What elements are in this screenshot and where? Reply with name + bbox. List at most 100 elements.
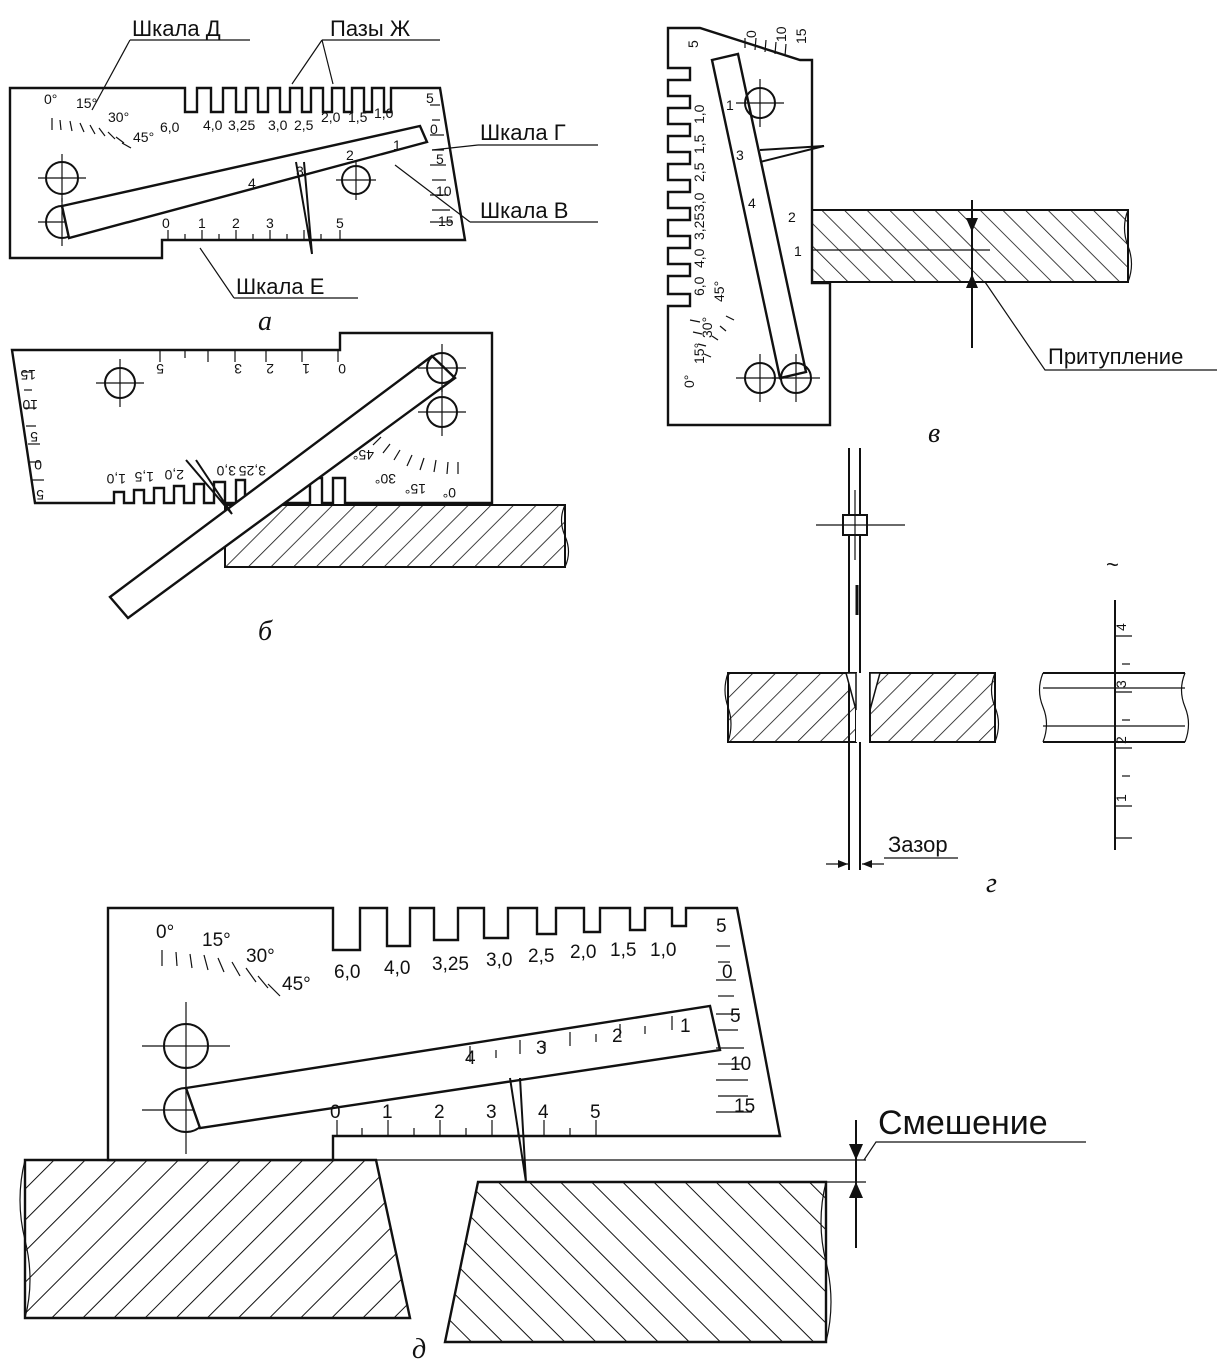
pointer-d (509, 1077, 527, 1183)
angle-label: 30° (699, 317, 715, 338)
slot-label: 4,0 (384, 958, 410, 979)
slot-label: 4,0 (691, 248, 707, 268)
bottom-scale-ticks-a (167, 230, 341, 240)
caption-a: а (258, 306, 272, 337)
right-scale-label: 10 (730, 1054, 751, 1075)
right-scale-ticks-d (716, 945, 752, 1113)
slot-label: 2,5 (528, 946, 554, 967)
right-scale-label: 0 (34, 457, 42, 473)
slot-label: 3,25 (691, 213, 707, 240)
vertical-scale-label: 1 (1113, 794, 1129, 802)
arm-scale-label: 1 (726, 97, 734, 113)
angle-label: 45° (282, 974, 311, 995)
slot-label: 3,0 (691, 192, 707, 212)
vertical-scale-label: 3 (1113, 680, 1129, 688)
arm-scale-label: 1 (393, 137, 401, 153)
right-scale-label: 5 (716, 916, 727, 937)
arm-scale-label: 2 (612, 1026, 623, 1047)
angle-label: 15° (202, 930, 231, 951)
slot-label: 1,5 (348, 109, 368, 125)
slot-label: 1,0 (374, 105, 394, 121)
right-scale-label: 5 (30, 429, 38, 445)
slot-label: 6,0 (691, 276, 707, 296)
slot-label: 2,0 (164, 467, 184, 483)
arm-scale-label: 4 (748, 195, 756, 211)
angle-label: 30° (246, 946, 275, 967)
left-scale-ticks-b (22, 371, 44, 481)
bottom-scale-label: 2 (788, 209, 796, 225)
label-scale-e: Шкала Е (236, 274, 324, 299)
caption-g: г (986, 868, 997, 899)
bottom-scale-label: 2 (232, 215, 240, 231)
right-scale-label: 10 (22, 397, 38, 413)
right-scale-label: 5 (436, 151, 444, 167)
arm-scale-label: 4 (465, 1048, 476, 1069)
slot-label: 4,0 (203, 117, 223, 133)
slot-label: 1,5 (691, 134, 707, 154)
right-scale-label: 15 (20, 367, 36, 383)
label-gap: Зазор (888, 832, 948, 857)
pointer-b (185, 459, 233, 515)
pointer-v (759, 145, 825, 163)
slot-label: 3,25 (239, 463, 266, 479)
pointer-a (295, 161, 313, 255)
arm-scale-label: 4 (248, 175, 256, 191)
slot-label: 1,0 (106, 471, 126, 487)
figure-g: Зазор 4 3 2 1 ~ г (724, 448, 1190, 899)
figure-v: Притупление 5 0 10 15 1,0 1,5 2,5 3,0 3,… (666, 26, 1217, 449)
right-scale-label: 5 (36, 487, 44, 503)
slot-label: 2,5 (691, 162, 707, 182)
angle-label: 15° (405, 481, 426, 497)
bottom-scale-label: 2 (434, 1102, 445, 1123)
bottom-scale-label: 5 (336, 215, 344, 231)
plate-right-d (443, 1180, 828, 1344)
label-scale-v: Шкала В (480, 198, 568, 223)
caption-d: д (412, 1334, 426, 1363)
top-scale-ticks-b (159, 350, 339, 362)
label-slots-zh: Пазы Ж (330, 16, 411, 41)
gauge-arm-a (60, 124, 429, 240)
angle-label: 30° (375, 471, 396, 487)
label-offset: Смешение (878, 1104, 1048, 1142)
vertical-scale-label: 4 (1113, 623, 1129, 631)
vertical-scale-ticks-g (1115, 635, 1132, 839)
slot-label: 3,25 (228, 117, 255, 133)
bottom-scale-label: 0 (162, 215, 170, 231)
slot-label: 6,0 (160, 119, 180, 135)
label-scale-d: Шкала Д (132, 16, 221, 41)
bottom-scale-label: 5 (590, 1102, 601, 1123)
arm-scale-label: 2 (346, 147, 354, 163)
slot-label: 1,0 (650, 940, 676, 961)
caption-b: б (258, 616, 273, 647)
angle-label: 45° (353, 447, 374, 463)
arm-scale-label: 3 (736, 147, 744, 163)
slot-label: 1,5 (610, 940, 636, 961)
slot-label: 3,0 (216, 463, 236, 479)
caption-v: в (928, 418, 940, 449)
bottom-scale-label: 1 (198, 215, 206, 231)
angle-ticks-b (372, 436, 459, 475)
bottom-scale-label: 0 (330, 1102, 341, 1123)
slot-label: 3,25 (432, 954, 469, 975)
slot-label: 6,0 (334, 962, 360, 983)
right-scale-label: 15 (793, 28, 809, 44)
plate-right-g (869, 672, 996, 743)
bottom-scale-label: 3 (266, 215, 274, 231)
angle-label: 45° (711, 281, 727, 302)
bottom-scale-label: 0 (338, 361, 346, 377)
bottom-scale-label: 2 (266, 361, 274, 377)
right-scale-label: 5 (685, 40, 701, 48)
right-scale-label: 15 (734, 1096, 755, 1117)
bottom-scale-label: 3 (486, 1102, 497, 1123)
plate-left-g (727, 672, 857, 743)
angle-label: 0° (156, 922, 174, 943)
right-scale-label: 5 (426, 90, 434, 106)
bottom-scale-label: 3 (234, 361, 242, 377)
gauge-arm-v (710, 52, 808, 380)
gauge-arm-d (184, 1004, 722, 1130)
figure-d: 0° 15° 30° 45° 6,0 4,0 3,25 3,0 2,5 2,0 … (19, 906, 1086, 1363)
slot-label: 3,0 (268, 117, 288, 133)
angle-label: 45° (133, 129, 154, 145)
bottom-scale-ticks-d (336, 1120, 597, 1136)
